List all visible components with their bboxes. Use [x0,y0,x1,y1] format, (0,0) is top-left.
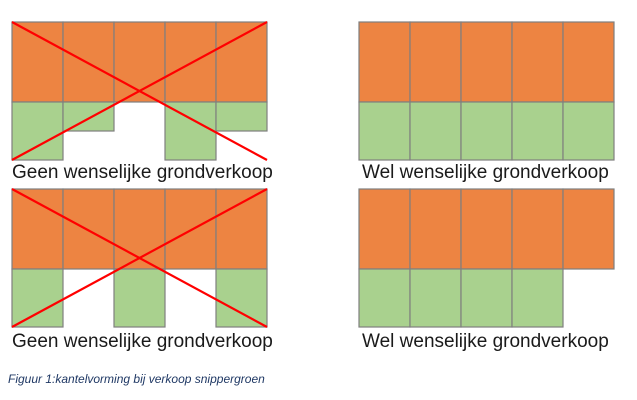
house-parcel [562,21,615,103]
house-parcel [358,188,411,270]
panel-label-bottom-right: Wel wenselijke grondverkoop [362,331,609,352]
house-parcel [62,21,115,103]
house-parcel [409,188,462,270]
panel-label-bottom-left: Geen wenselijke grondverkoop [12,331,273,352]
garden-parcel [460,268,513,328]
house-parcel [460,21,513,103]
house-parcel [511,188,564,270]
house-parcel [460,188,513,270]
garden-parcel [11,268,64,328]
cross-line [11,21,268,161]
panel-label-top-left: Geen wenselijke grondverkoop [12,162,273,183]
panel-label-top-right: Wel wenselijke grondverkoop [362,162,609,183]
garden-parcel [113,268,166,328]
house-parcel [511,21,564,103]
garden-parcel [11,101,64,161]
house-parcel [113,21,166,103]
garden-parcel [409,101,462,161]
house-parcel [164,21,217,103]
house-parcel [62,188,115,270]
garden-parcel [215,268,268,328]
house-parcel [215,21,268,103]
house-parcel [164,188,217,270]
house-parcel [409,21,462,103]
garden-parcel [511,268,564,328]
figure-caption: Figuur 1:kantelvorming bij verkoop snipp… [8,372,265,386]
garden-parcel [358,101,411,161]
garden-parcel [358,268,411,328]
garden-parcel [562,101,615,161]
house-parcel [215,188,268,270]
house-parcel [358,21,411,103]
house-parcel [113,188,166,270]
house-parcel [562,188,615,270]
cross-line [11,188,268,328]
garden-parcel [164,101,217,161]
house-parcel [11,188,64,270]
garden-parcel [511,101,564,161]
garden-parcel [409,268,462,328]
garden-parcel [460,101,513,161]
garden-parcel [215,101,268,132]
house-parcel [11,21,64,103]
garden-parcel [62,101,115,132]
